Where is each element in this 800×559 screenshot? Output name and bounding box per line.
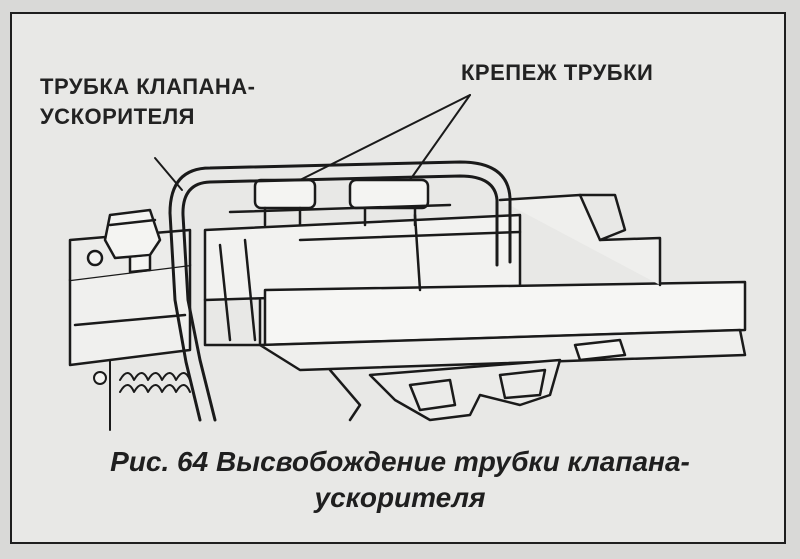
left-housing [68, 228, 192, 367]
lower-assembly [258, 328, 747, 422]
tube-label-continued: УСКОРИТЕЛЯ [40, 104, 195, 129]
main-body [203, 193, 747, 347]
spring [93, 359, 191, 431]
leader-fastener-left [299, 94, 471, 181]
fastener-label: КРЕПЕЖ ТРУБКИ [461, 60, 654, 85]
figure-caption: Рис. 64 Высвобождение трубки клапана- [110, 446, 690, 477]
leader-tube [154, 157, 183, 191]
accelerator-valve-tube [168, 160, 512, 422]
figure-caption-continued: ускорителя [314, 482, 486, 513]
tube-fasteners [228, 178, 452, 227]
leader-fastener-right [409, 94, 471, 181]
tube-label: ТРУБКА КЛАПАНА- [40, 74, 256, 99]
bolt-knob [86, 208, 162, 274]
leader-lines [154, 94, 471, 191]
